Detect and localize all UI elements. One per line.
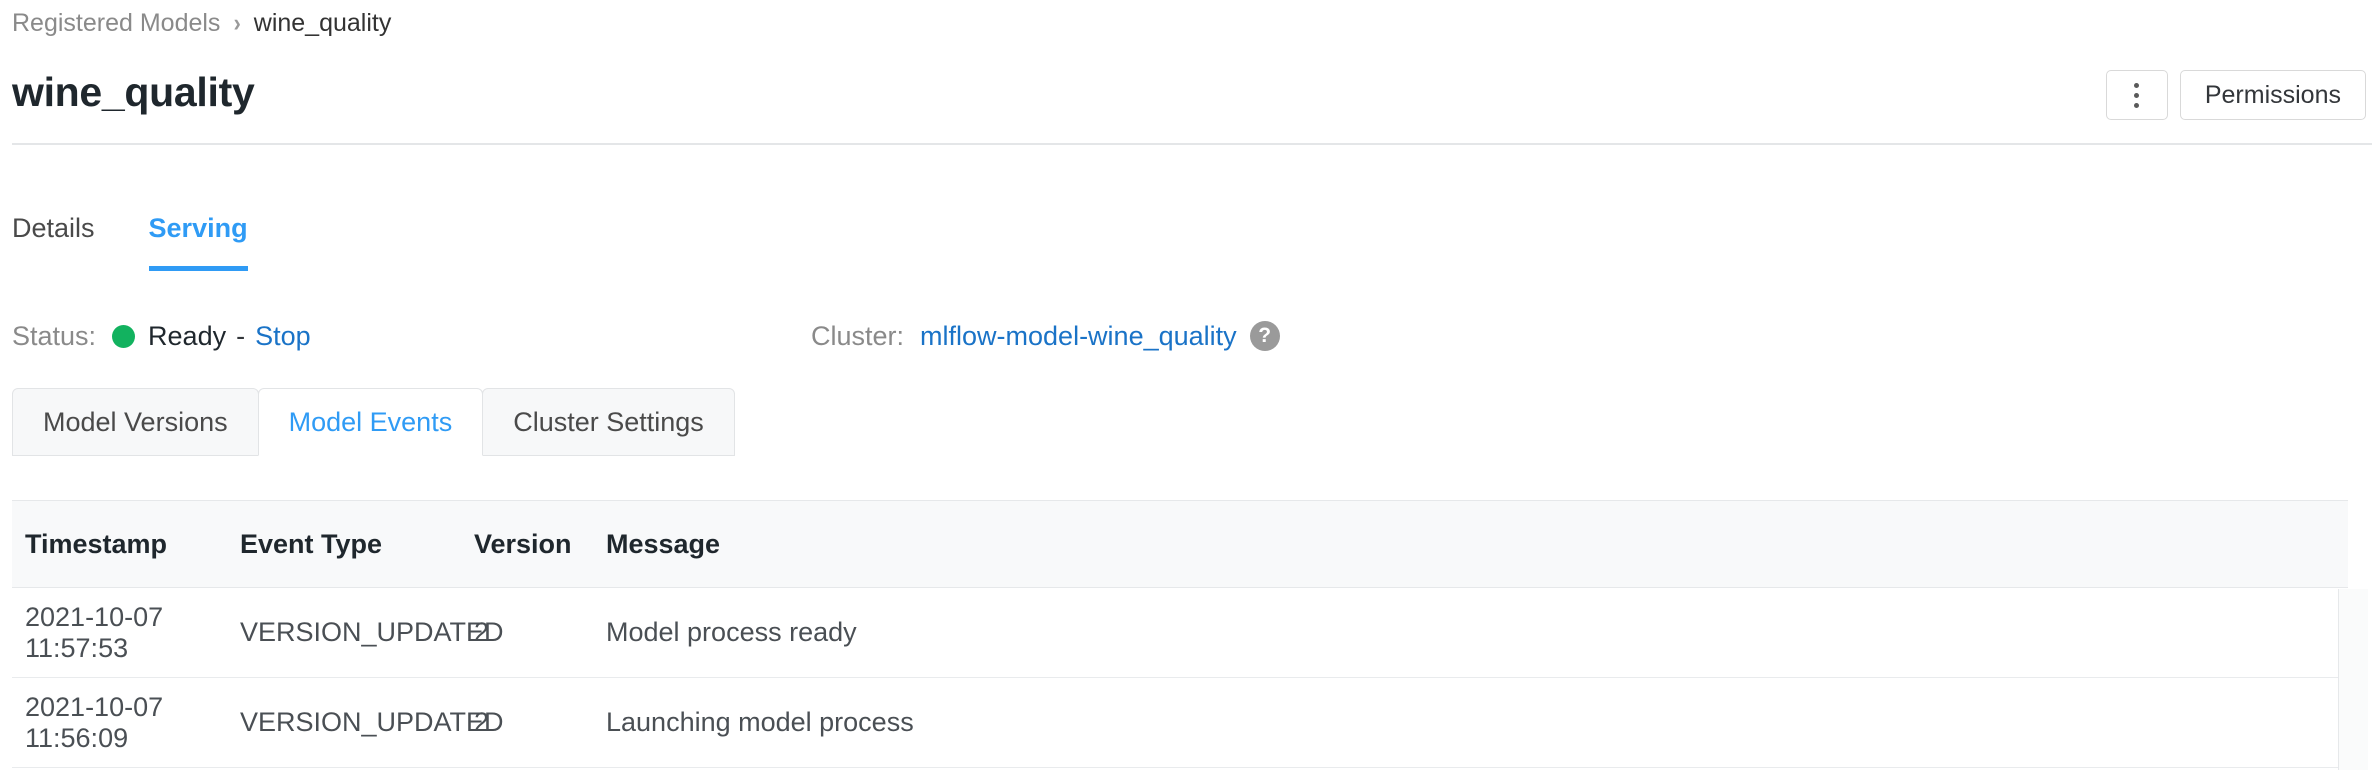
breadcrumb-parent-link[interactable]: Registered Models: [12, 9, 221, 37]
cluster-link[interactable]: mlflow-model-wine_quality: [920, 321, 1237, 351]
column-header-version[interactable]: Version: [474, 528, 572, 559]
cell-event-type: VERSION_UPDATED: [240, 707, 504, 737]
page-title: wine_quality: [12, 69, 255, 115]
cell-message: Launching model process: [606, 707, 914, 737]
column-header-message[interactable]: Message: [606, 528, 721, 559]
table-row[interactable]: 2021-10-07 11:56:09 VERSION_UPDATED 2 La…: [12, 678, 2348, 768]
tab-serving[interactable]: Serving: [148, 212, 248, 271]
status-label: Status:: [12, 321, 97, 351]
table-vertical-scrollbar[interactable]: [2338, 589, 2368, 770]
breadcrumb: Registered Models › wine_quality: [12, 8, 391, 38]
table-header-row: Timestamp Event Type Version Message: [12, 500, 2348, 588]
table-row[interactable]: 2021-10-07 11:57:53 VERSION_UPDATED 2 Mo…: [12, 588, 2348, 678]
status-row: Status: Ready - Stop: [12, 320, 311, 352]
status-separator: -: [236, 321, 246, 351]
cell-version: 2: [474, 707, 490, 737]
subtab-model-versions[interactable]: Model Versions: [12, 388, 259, 456]
cell-message: Model process ready: [606, 617, 857, 647]
cluster-label: Cluster:: [811, 321, 905, 351]
tabs-baseline: [12, 278, 2372, 280]
table-body: 2021-10-07 11:57:53 VERSION_UPDATED 2 Mo…: [12, 588, 2348, 768]
more-options-button[interactable]: [2105, 70, 2168, 120]
cell-timestamp: 2021-10-07 11:57:53: [25, 601, 164, 663]
cell-timestamp: 2021-10-07 11:56:09: [25, 691, 164, 753]
cluster-row: Cluster: mlflow-model-wine_quality ?: [811, 320, 1280, 352]
header-actions: Permissions: [2105, 70, 2366, 120]
chevron-right-icon: ›: [233, 8, 241, 37]
breadcrumb-current: wine_quality: [253, 9, 392, 37]
cell-event-type: VERSION_UPDATED: [240, 617, 504, 647]
help-icon[interactable]: ?: [1249, 321, 1280, 351]
permissions-button[interactable]: Permissions: [2179, 70, 2366, 120]
model-events-table: Timestamp Event Type Version Message 202…: [12, 500, 2372, 770]
kebab-menu-icon: [2134, 82, 2140, 108]
serving-subtabs: Model Versions Model Events Cluster Sett…: [12, 388, 735, 456]
status-value: Ready: [148, 321, 227, 351]
subtab-model-events[interactable]: Model Events: [257, 388, 484, 456]
cell-version: 2: [474, 617, 490, 647]
status-indicator-dot: [112, 324, 136, 348]
tab-details[interactable]: Details: [12, 213, 95, 243]
stop-serving-link[interactable]: Stop: [255, 321, 311, 351]
column-header-event-type[interactable]: Event Type: [240, 528, 383, 559]
column-header-timestamp[interactable]: Timestamp: [25, 528, 168, 559]
main-tabs: Details Serving: [12, 212, 302, 271]
header-divider: [12, 143, 2372, 145]
subtab-cluster-settings[interactable]: Cluster Settings: [482, 388, 735, 456]
